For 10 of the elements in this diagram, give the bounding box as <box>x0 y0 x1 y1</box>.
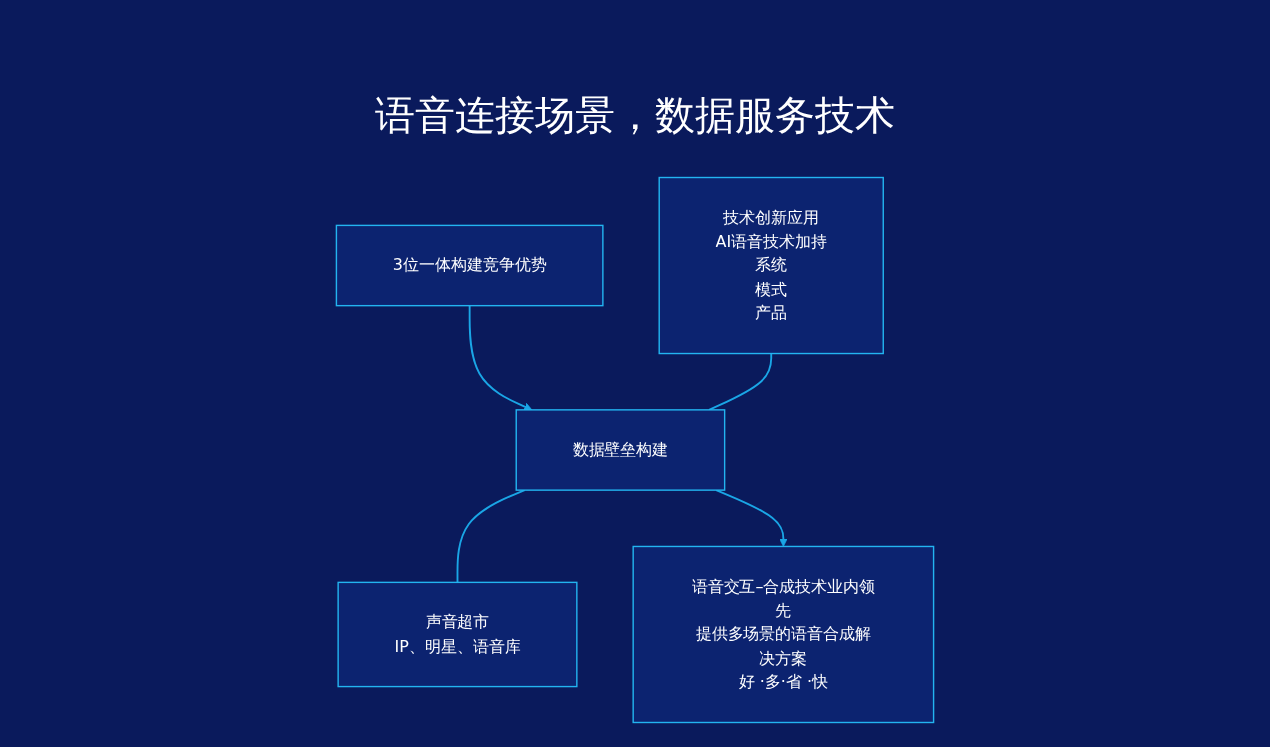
arrow <box>715 489 788 547</box>
process-box: 语音交互–合成技术业内领先 提供多场景的语音合成解决方案 好 ·多·省 ·快 <box>632 545 935 724</box>
arrow <box>468 304 533 411</box>
process-box: 数据壁垒构建 <box>515 409 726 491</box>
process-box: 声音超市 IP、明星、语音库 <box>337 581 578 688</box>
process-box: 技术创新应用 AI语音技术加持 系统 模式 产品 <box>658 176 884 355</box>
connector <box>456 489 526 584</box>
process-box: 3位一体构建竞争优势 <box>335 224 604 307</box>
title: 语音连接场景，数据服务技术 <box>374 91 896 140</box>
connector <box>708 352 773 411</box>
